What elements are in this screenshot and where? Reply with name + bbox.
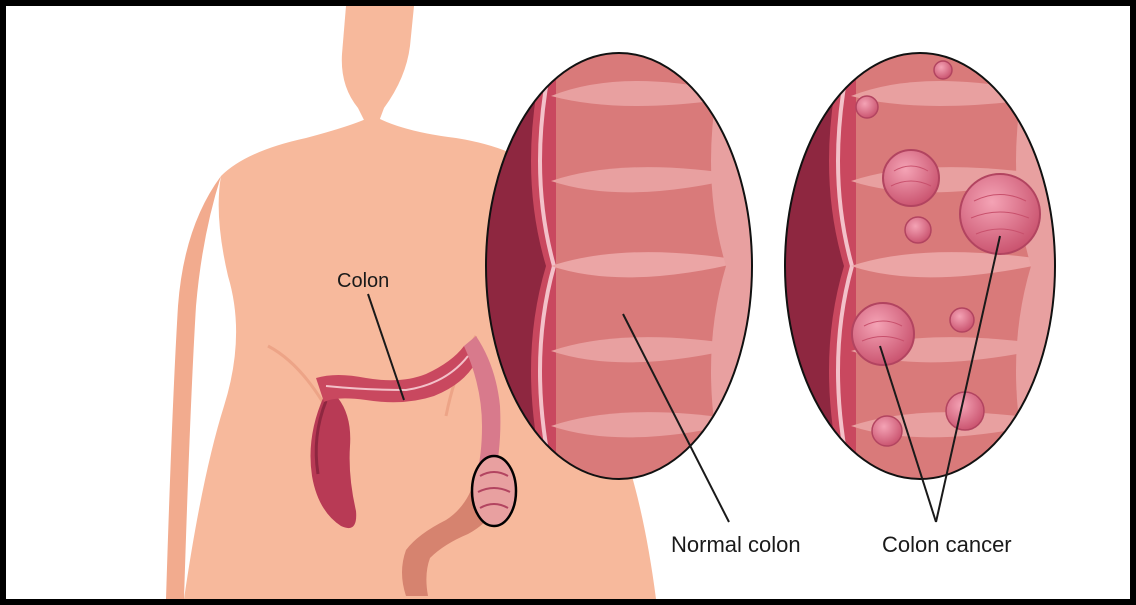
colon-cancer-label: Colon cancer bbox=[882, 532, 1012, 558]
colon-cancer-zoom bbox=[776, 46, 1066, 486]
normal-colon-label: Normal colon bbox=[671, 532, 801, 558]
colon-label: Colon bbox=[337, 270, 389, 293]
colon-cancer-diagram bbox=[6, 6, 1130, 599]
